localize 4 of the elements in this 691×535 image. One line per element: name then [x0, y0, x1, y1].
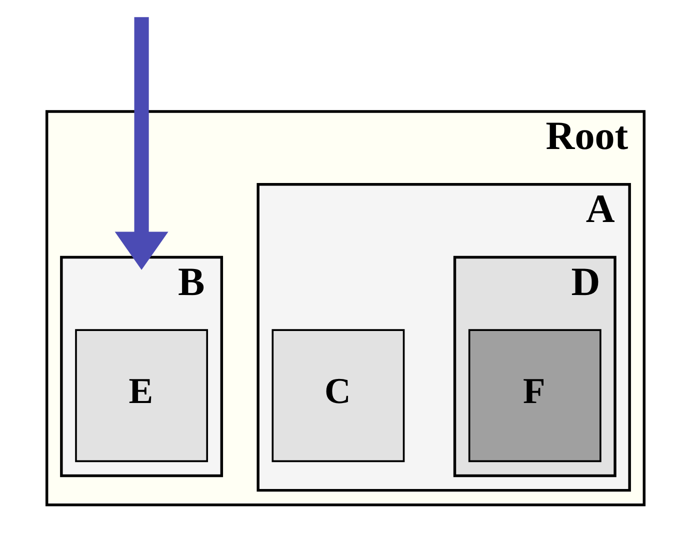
arrow: [114, 17, 168, 270]
node-box: E: [75, 329, 208, 462]
node-box: C: [272, 329, 405, 462]
node-box: F: [468, 329, 602, 462]
